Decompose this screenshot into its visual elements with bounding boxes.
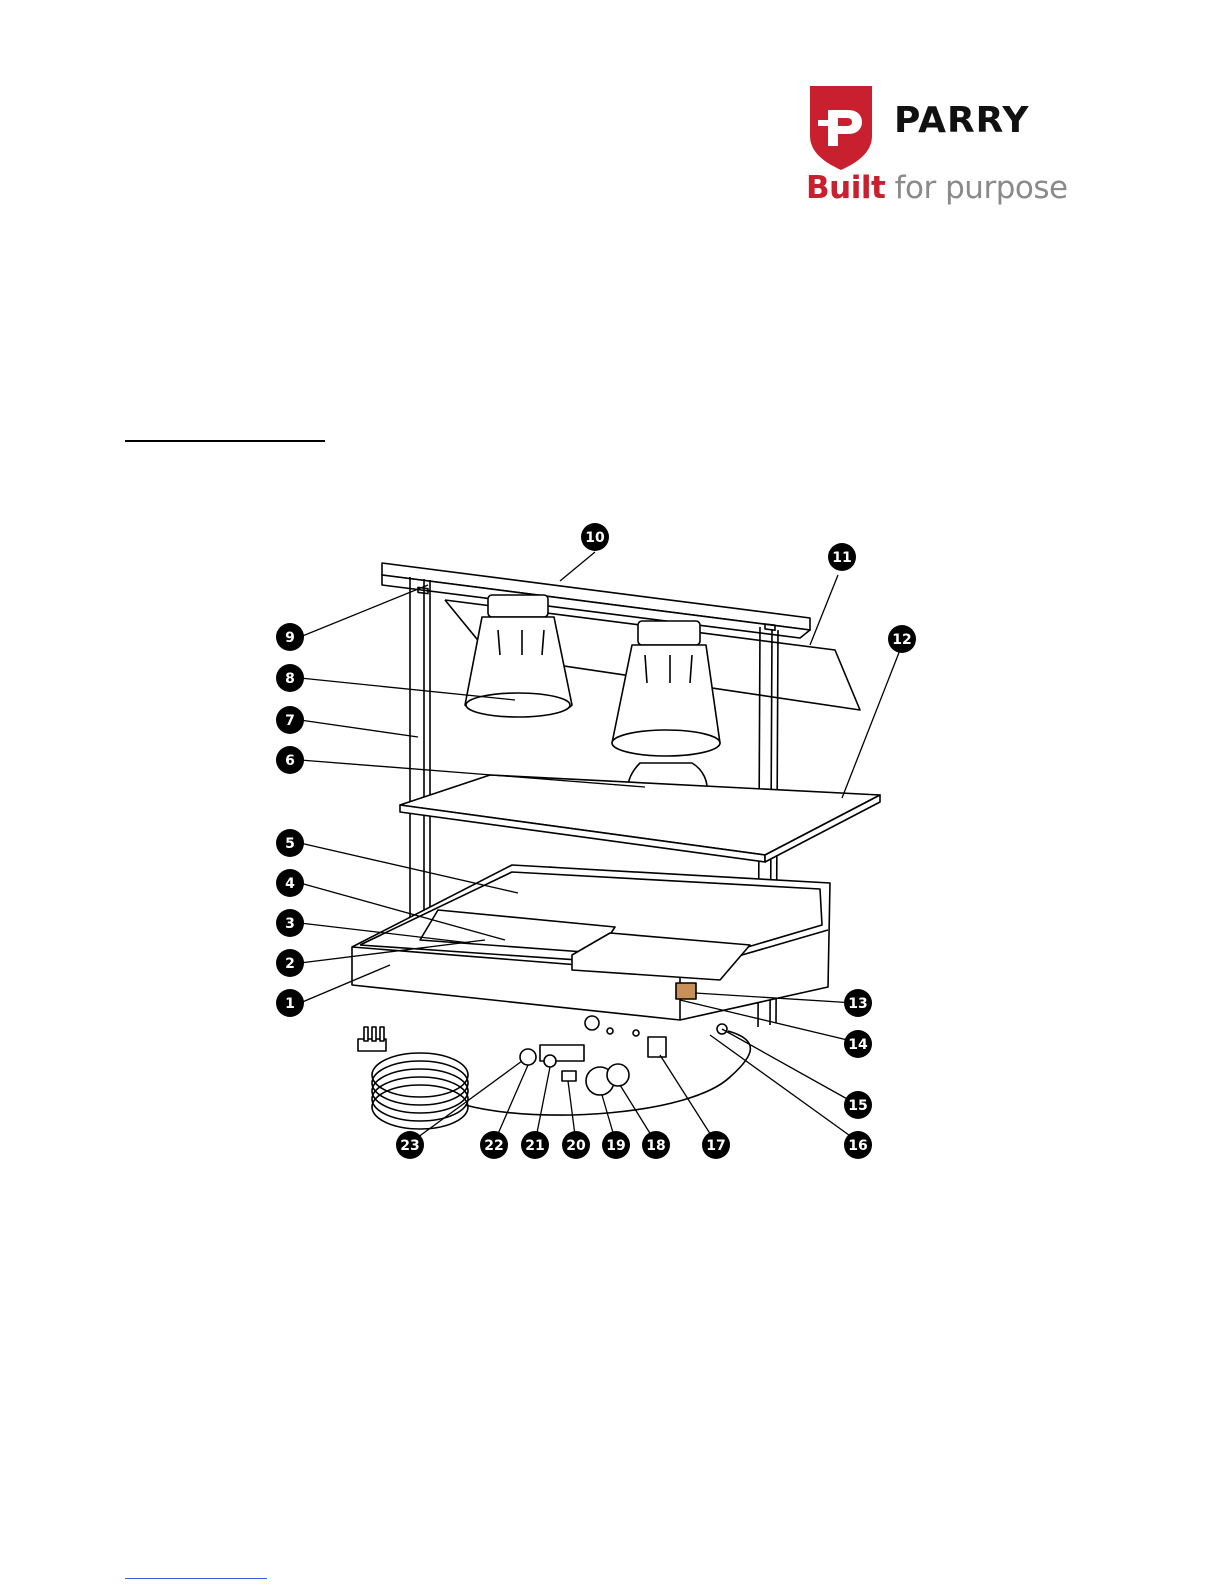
callout-15: 15: [844, 1091, 872, 1119]
logo-brand-name: PARRY: [894, 100, 1029, 141]
logo-tagline: Built for purpose: [806, 170, 1068, 206]
svg-text:22: 22: [484, 1138, 503, 1154]
callout-5: 5: [276, 829, 304, 857]
svg-text:4: 4: [285, 876, 295, 892]
callout-16: 16: [844, 1131, 872, 1159]
svg-text:21: 21: [525, 1138, 544, 1154]
callout-12: 12: [888, 625, 916, 653]
callout-1: 1: [276, 989, 304, 1017]
lamp-shade-left: [465, 595, 572, 717]
svg-text:5: 5: [285, 836, 295, 852]
svg-text:7: 7: [285, 713, 295, 729]
lamp-shade-right: [612, 621, 720, 756]
svg-text:18: 18: [646, 1138, 665, 1154]
callout-23: 23: [396, 1131, 424, 1159]
callout-13: 13: [844, 989, 872, 1017]
control-panel: [520, 1016, 727, 1095]
callout-10: 10: [581, 523, 609, 551]
exploded-parts-diagram: 1 2 3 4 5 6 7 8 9 10 11 12 13 14 15 16 1…: [260, 515, 940, 1165]
svg-text:11: 11: [832, 550, 851, 566]
callout-7: 7: [276, 706, 304, 734]
power-cord: [358, 1027, 750, 1129]
svg-text:23: 23: [400, 1138, 419, 1154]
callout-3: 3: [276, 909, 304, 937]
logo-tagline-rest: for purpose: [895, 170, 1068, 206]
svg-text:10: 10: [585, 530, 605, 546]
footer-link-underline[interactable]: [125, 1578, 267, 1579]
callout-21: 21: [521, 1131, 549, 1159]
shield-icon: [808, 84, 874, 172]
svg-text:16: 16: [848, 1138, 867, 1154]
svg-text:17: 17: [706, 1138, 725, 1154]
callout-22: 22: [480, 1131, 508, 1159]
callout-17: 17: [702, 1131, 730, 1159]
callout-9: 9: [276, 623, 304, 651]
svg-text:19: 19: [606, 1138, 625, 1154]
svg-text:3: 3: [285, 916, 295, 932]
svg-text:14: 14: [848, 1037, 868, 1053]
svg-text:6: 6: [285, 753, 295, 769]
svg-text:2: 2: [285, 956, 295, 972]
callout-11: 11: [828, 543, 856, 571]
callout-2: 2: [276, 949, 304, 977]
glass-shelf: [400, 775, 880, 862]
svg-text:20: 20: [566, 1138, 586, 1154]
callout-18: 18: [642, 1131, 670, 1159]
callout-4: 4: [276, 869, 304, 897]
svg-text:1: 1: [285, 996, 295, 1012]
callout-6: 6: [276, 746, 304, 774]
parry-logo: PARRY Built for purpose: [806, 84, 1066, 214]
callout-19: 19: [602, 1131, 630, 1159]
left-upright: [410, 577, 430, 950]
svg-text:9: 9: [285, 630, 295, 646]
heading-underline: [125, 440, 325, 442]
svg-text:13: 13: [848, 996, 867, 1012]
callout-8: 8: [276, 664, 304, 692]
svg-text:8: 8: [285, 671, 295, 687]
svg-text:15: 15: [848, 1098, 867, 1114]
callout-20: 20: [562, 1131, 590, 1159]
svg-text:12: 12: [892, 632, 911, 648]
leader-lines: [300, 552, 900, 1143]
callout-14: 14: [844, 1030, 872, 1058]
logo-tagline-bold: Built: [806, 170, 885, 206]
